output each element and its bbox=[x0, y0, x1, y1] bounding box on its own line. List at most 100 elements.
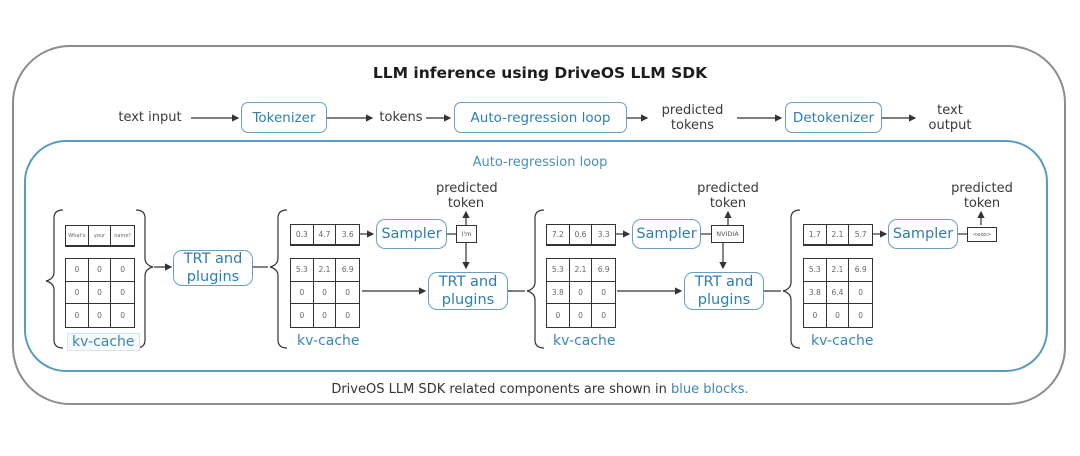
input-token: your bbox=[88, 226, 112, 246]
input-token: What's bbox=[66, 226, 89, 246]
kv-cell: 6.4 bbox=[826, 281, 850, 305]
logit-cell: 0.6 bbox=[569, 225, 593, 245]
outer-frame bbox=[12, 45, 1066, 405]
text-input-label: text input bbox=[118, 110, 182, 125]
kv-cache-grid-2: 5.3 2.1 6.9 0 0 0 0 0 0 bbox=[290, 258, 360, 328]
predicted-line2: token bbox=[963, 196, 1001, 211]
kv-cell: 2.1 bbox=[313, 259, 337, 282]
logit-cell: 2.1 bbox=[826, 225, 850, 245]
predicted-line1: predicted bbox=[951, 181, 1013, 196]
predicted-line2: token bbox=[447, 196, 485, 211]
kv-cell: 0 bbox=[111, 259, 134, 282]
auto-regression-loop-block[interactable]: Auto-regression loop bbox=[454, 102, 627, 133]
logits-row-3: 7.2 0.6 3.3 bbox=[546, 224, 616, 246]
kv-cell: 0 bbox=[592, 282, 615, 305]
kv-cell: 0 bbox=[88, 259, 112, 282]
kv-cell: 0 bbox=[345, 311, 351, 321]
logit-cell: 3.3 bbox=[592, 225, 615, 245]
trt-line2: plugins bbox=[697, 292, 751, 308]
predicted-line1: predicted bbox=[436, 181, 498, 196]
predicted-token-2: I'm bbox=[456, 225, 477, 243]
footer-text: DriveOS LLM SDK related components are s… bbox=[331, 382, 672, 397]
loop-title: Auto-regression loop bbox=[472, 155, 608, 170]
kv-cache-label-2: kv-cache bbox=[297, 333, 360, 349]
tokenizer-block[interactable]: Tokenizer bbox=[241, 102, 327, 133]
logit-cell: 3.6 bbox=[336, 225, 359, 245]
detokenizer-block[interactable]: Detokenizer bbox=[785, 102, 882, 133]
text-output-label: text output bbox=[918, 103, 982, 133]
brace-left-2 bbox=[269, 209, 288, 349]
predicted-token-3: NVIDIA bbox=[711, 225, 744, 243]
kv-cell: 0 bbox=[66, 304, 89, 327]
logit-cell: 7.2 bbox=[547, 225, 570, 245]
logits-row-4: 1.7 2.1 5.7 bbox=[803, 224, 873, 246]
diagram-title: LLM inference using DriveOS LLM SDK bbox=[372, 64, 708, 82]
footer-highlight: blue blocks bbox=[671, 382, 745, 397]
predicted-token-label-4: predicted token bbox=[951, 181, 1013, 211]
kv-cell: 0 bbox=[291, 281, 314, 305]
kv-cell: 0 bbox=[336, 282, 359, 305]
kv-cell: 0 bbox=[291, 304, 314, 327]
sampler-block-3[interactable]: Sampler bbox=[632, 219, 701, 249]
trt-line1: TRT and bbox=[183, 251, 243, 267]
tokens-label: tokens bbox=[379, 110, 423, 125]
kv-cache-label-1: kv-cache bbox=[67, 333, 140, 351]
brace-left-3 bbox=[526, 209, 545, 349]
predicted-token-4: <eos> bbox=[967, 227, 997, 242]
kv-cell: 0 bbox=[804, 304, 827, 327]
kv-cell: 0 bbox=[313, 281, 337, 305]
trt-plugins-block-1[interactable]: TRT and plugins bbox=[173, 250, 253, 286]
sampler-block-2[interactable]: Sampler bbox=[376, 219, 447, 249]
brace-left-1 bbox=[45, 209, 64, 349]
input-token: name? bbox=[111, 226, 134, 246]
kv-cell: 0 bbox=[547, 304, 570, 327]
predicted-token-label-2: predicted token bbox=[436, 181, 498, 211]
kv-cell: 5.3 bbox=[291, 259, 314, 282]
predicted-tokens-label: predicted tokens bbox=[650, 103, 735, 133]
kv-cell: 3.8 bbox=[804, 281, 827, 305]
input-token-row: What's your name? bbox=[65, 225, 135, 247]
kv-cell: 0 bbox=[88, 281, 112, 305]
kv-cell: 6.9 bbox=[336, 259, 359, 282]
logit-cell: 5.7 bbox=[849, 225, 872, 245]
text-output-line1: text bbox=[937, 103, 963, 118]
predicted-line1: predicted bbox=[697, 181, 759, 196]
logit-cell: 4.7 bbox=[313, 225, 337, 245]
trt-line2: plugins bbox=[186, 269, 240, 285]
kv-cell: 5.3 bbox=[547, 259, 570, 282]
kv-cell: 0 bbox=[858, 311, 864, 321]
footer-note: DriveOS LLM SDK related components are s… bbox=[0, 382, 1080, 397]
logit-cell: 0.3 bbox=[291, 225, 314, 245]
predicted-tokens-line1: predicted bbox=[661, 103, 724, 118]
kv-cell: 0 bbox=[570, 304, 593, 327]
sampler-block-4[interactable]: Sampler bbox=[888, 219, 958, 249]
kv-cell: 2.1 bbox=[826, 259, 850, 282]
trt-plugins-block-3[interactable]: TRT and plugins bbox=[684, 272, 764, 310]
kv-cell: 6.9 bbox=[849, 259, 872, 282]
trt-line1: TRT and bbox=[438, 274, 498, 290]
kv-cell: 6.9 bbox=[592, 259, 615, 282]
kv-cell: 0 bbox=[827, 304, 850, 327]
kv-cell: 0 bbox=[120, 311, 126, 321]
kv-cell: 3.8 bbox=[547, 281, 570, 305]
text-output-line2: output bbox=[928, 118, 972, 133]
kv-cell: 0 bbox=[66, 259, 89, 282]
logits-row-2: 0.3 4.7 3.6 bbox=[290, 224, 360, 246]
brace-left-4 bbox=[782, 209, 801, 349]
footer-end: . bbox=[744, 382, 749, 397]
kv-cache-label-3: kv-cache bbox=[553, 333, 616, 349]
kv-cache-grid-3: 5.3 2.1 6.9 3.8 0 0 0 0 0 bbox=[546, 258, 616, 328]
kv-cache-grid-4: 5.3 2.1 6.9 3.8 6.4 0 0 0 0 bbox=[803, 258, 873, 328]
logit-cell: 1.7 bbox=[804, 225, 827, 245]
predicted-line2: token bbox=[709, 196, 747, 211]
trt-line1: TRT and bbox=[694, 274, 754, 290]
brace-right-1 bbox=[135, 209, 154, 349]
kv-cell: 0 bbox=[111, 282, 134, 305]
kv-cell: 0 bbox=[66, 281, 89, 305]
trt-plugins-block-2[interactable]: TRT and plugins bbox=[428, 272, 508, 310]
kv-cell: 0 bbox=[89, 304, 112, 327]
predicted-tokens-line2: tokens bbox=[670, 118, 715, 133]
kv-cache-label-4: kv-cache bbox=[811, 333, 874, 349]
trt-line2: plugins bbox=[441, 292, 495, 308]
